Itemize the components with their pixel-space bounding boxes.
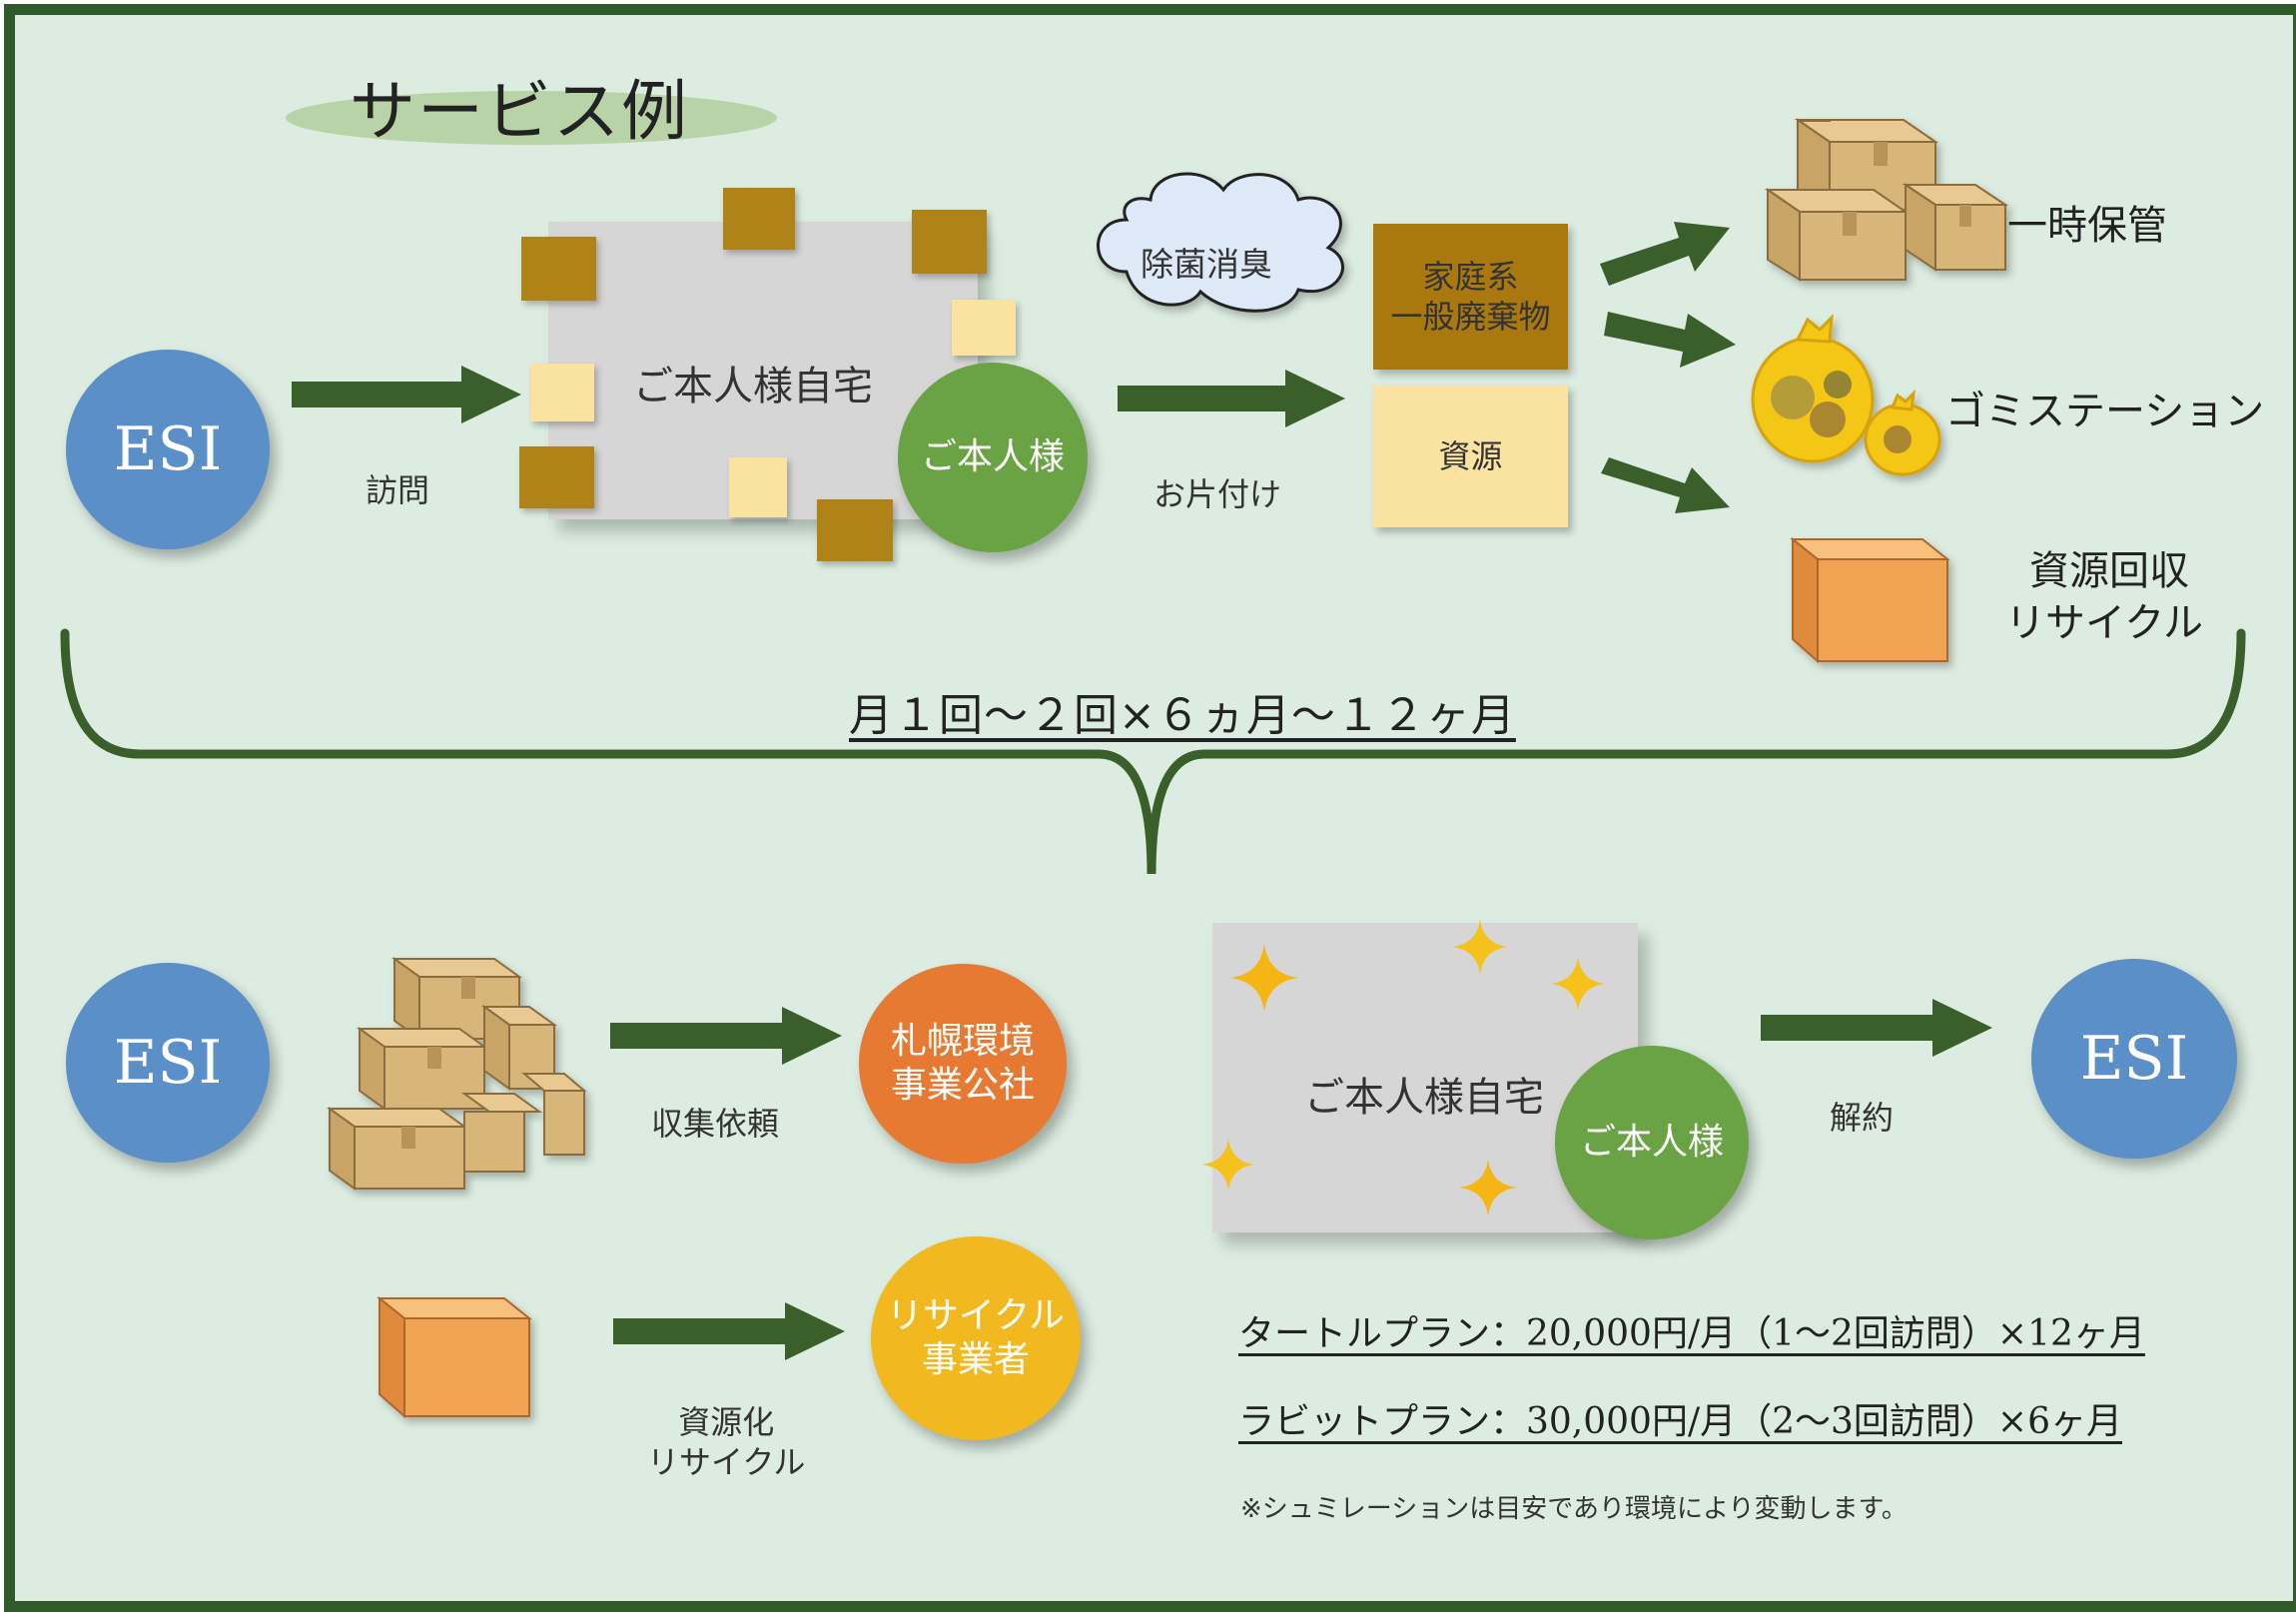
clutter-square (723, 188, 795, 250)
sapporo-line1: 札幌環境 (890, 1021, 1035, 1062)
clutter-square (817, 499, 893, 561)
resource-collection-line1: 資源回収 (2029, 548, 2189, 594)
person-label: ご本人様 (920, 436, 1065, 477)
esi-circle-left: ESI (66, 963, 270, 1163)
frequency-label: 月１回～２回×６ヵ月～１２ヶ月 (849, 690, 1516, 741)
deodorize-label: 除菌消臭 (1141, 245, 1272, 284)
sapporo-circle: 札幌環境 事業公社 (859, 964, 1067, 1164)
recycler-line2: 事業者 (921, 1339, 1030, 1380)
sparkle-icon (1230, 944, 1298, 1012)
sparkle-icon (1459, 1159, 1517, 1216)
recycle-box-icon (377, 1295, 532, 1419)
resources-box: 資源 (1373, 386, 1568, 527)
cancel-label: 解約 (1830, 1099, 1895, 1137)
disclaimer-note: ※シュミレーションは目安であり環境により変動します。 (1240, 1494, 1908, 1524)
arrow-visit (292, 366, 521, 423)
resources-label: 資源 (1438, 437, 1503, 475)
clutter-square (952, 300, 1016, 356)
cloud-icon (1097, 172, 1344, 313)
title-pill (286, 91, 777, 145)
esi-label-right: ESI (2079, 1024, 2189, 1094)
household-waste-line2: 一般廃棄物 (1390, 298, 1551, 336)
person-label-bottom: ご本人様 (1579, 1122, 1724, 1163)
recycle-label: 資源化 リサイクル (647, 1402, 805, 1482)
resource-collection-line2: リサイクル (2005, 600, 2203, 646)
temporary-storage-label: 一時保管 (2007, 203, 2167, 249)
sparkle-icon (1551, 957, 1605, 1011)
resource-collection-label: 資源回収 リサイクル (2005, 545, 2203, 649)
esi-circle-right: ESI (2031, 959, 2237, 1159)
sparkle-icon (1202, 1139, 1254, 1191)
clutter-square (729, 457, 787, 517)
arrow-to-storage (1600, 222, 1730, 286)
arrow-tidy (1118, 370, 1345, 427)
arrow-collection (610, 1007, 842, 1065)
esi-circle: ESI (66, 350, 270, 549)
turtle-plan: タートルプラン：20,000円/月（1～2回訪問）×12ヶ月 (1238, 1313, 2145, 1354)
arrow-to-garbage (1604, 312, 1736, 368)
rabbit-plan: ラビットプラン：30,000円/月（2～3回訪問）×6ヶ月 (1238, 1401, 2122, 1442)
home-label: ご本人様自宅 (633, 364, 873, 409)
household-waste-line1: 家庭系 (1422, 258, 1519, 296)
resource-box-icon (1790, 536, 1950, 664)
esi-label: ESI (113, 414, 223, 484)
clutter-square (912, 210, 987, 274)
arrow-cancel (1761, 999, 1992, 1057)
arrow-recycle (613, 1302, 845, 1360)
household-waste-box: 家庭系 一般廃棄物 (1373, 224, 1568, 370)
person-circle: ご本人様 (898, 363, 1088, 552)
frequency-brace (60, 628, 2246, 875)
clutter-square (530, 364, 594, 421)
tidy-label: お片付け (1153, 475, 1282, 513)
clutter-square (521, 237, 596, 301)
recycler-line1: リサイクル (886, 1295, 1066, 1336)
sparkle-icon (1452, 919, 1508, 975)
clean-home-label: ご本人様自宅 (1304, 1075, 1544, 1121)
collection-request-label: 収集依頼 (651, 1105, 780, 1143)
recycler-circle: リサイクル 事業者 (871, 1236, 1081, 1440)
sapporo-line2: 事業公社 (890, 1065, 1035, 1106)
person-circle-bottom: ご本人様 (1555, 1046, 1749, 1239)
esi-label-left: ESI (113, 1028, 223, 1098)
page-title: サービス例 (350, 73, 689, 150)
recycle-line1: 資源化 (678, 1403, 775, 1441)
clutter-square (519, 446, 594, 508)
garbage-station-label: ゴミステーション (1945, 389, 2265, 434)
large-box-stack-icon (326, 957, 587, 1191)
recycle-line2: リサイクル (647, 1443, 806, 1481)
visit-label: 訪問 (366, 471, 430, 509)
box-stack-icon (1764, 118, 2009, 282)
garbage-bag-icon (1751, 314, 1941, 476)
arrow-to-recycle (1601, 457, 1730, 513)
